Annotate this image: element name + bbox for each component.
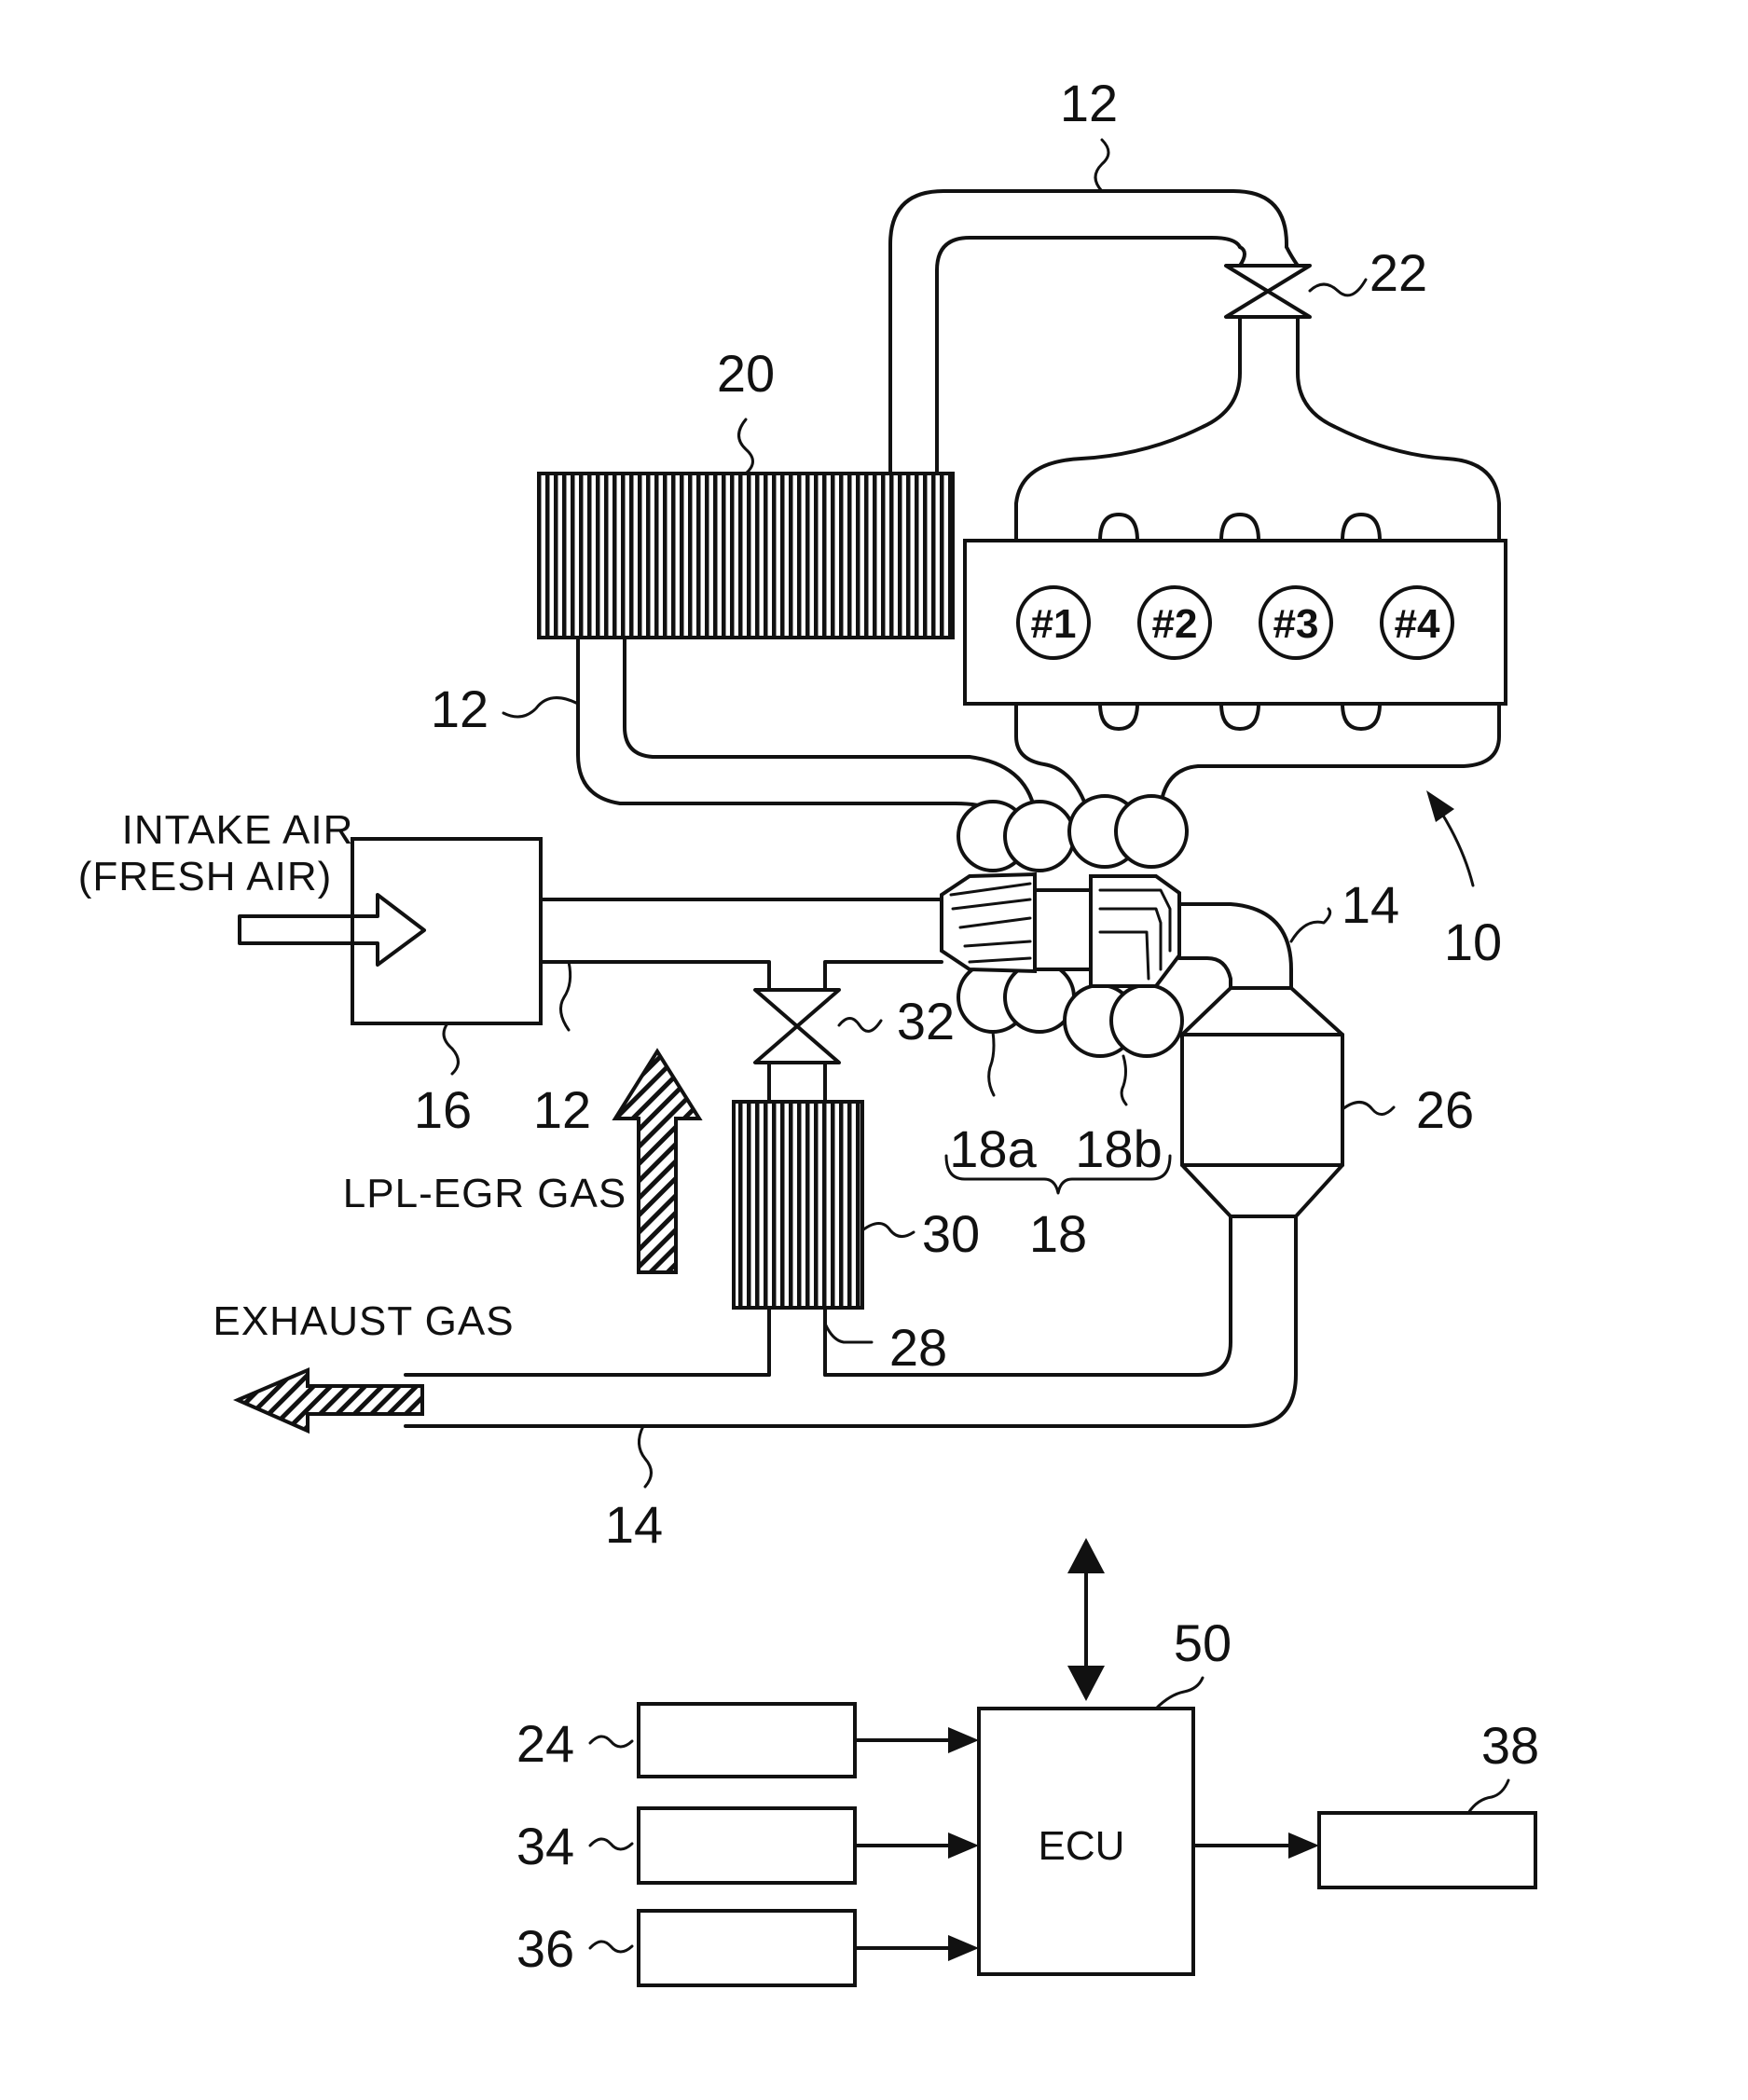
ref-14-right: 14 [1342, 875, 1399, 934]
exhaust-gas-arrow [238, 1370, 422, 1431]
egr-cooler-30 [734, 1102, 914, 1308]
ref-18a: 18a [949, 1119, 1037, 1178]
cylinder-3-label: #3 [1273, 601, 1319, 647]
turbo-shaft [1035, 890, 1091, 969]
cylinder-3: #3 [1260, 587, 1331, 658]
sensor-box-36 [590, 1911, 855, 1985]
intake-pipe-main [541, 899, 942, 1030]
ref-12-top: 12 [1060, 74, 1118, 132]
intake-pipe-to-compressor [503, 638, 1035, 834]
ref-22: 22 [1369, 243, 1427, 302]
ref-14-bottom: 14 [605, 1495, 663, 1554]
ref-34: 34 [516, 1817, 574, 1875]
ref-16: 16 [414, 1080, 472, 1139]
ref-12-bottom: 12 [533, 1080, 591, 1139]
cylinder-4-label: #4 [1395, 601, 1440, 647]
exhaust-pipe-upper [1179, 904, 1330, 988]
cylinder-2-label: #2 [1152, 601, 1198, 647]
ref-12-left: 12 [431, 679, 489, 738]
cylinder-2: #2 [1139, 587, 1210, 658]
egr-valve-32 [755, 990, 881, 1063]
ref-26: 26 [1416, 1080, 1474, 1139]
ref-10: 10 [1444, 913, 1502, 971]
sensor-box-34 [590, 1808, 855, 1883]
intake-manifold [1016, 317, 1499, 541]
air-cleaner-16 [352, 839, 541, 1074]
engine-pointer-10 [1426, 790, 1473, 885]
ref-18: 18 [1029, 1204, 1087, 1263]
ecu-label: ECU [1039, 1823, 1125, 1869]
actuator-box-38 [1319, 1780, 1535, 1887]
cylinder-1-label: #1 [1031, 601, 1077, 647]
cylinder-1: #1 [1018, 587, 1089, 658]
lpl-egr-gas-arrow [615, 1051, 699, 1272]
ref-28: 28 [889, 1318, 947, 1377]
sensor-box-24 [590, 1704, 855, 1777]
fresh-air-label: (FRESH AIR) [78, 854, 333, 899]
ref-18b: 18b [1075, 1119, 1162, 1178]
intake-pipe-upper [890, 140, 1287, 477]
exhaust-gas-label: EXHAUST GAS [213, 1298, 514, 1344]
lpl-egr-gas-label: LPL-EGR GAS [343, 1171, 626, 1216]
ref-50: 50 [1174, 1613, 1232, 1672]
catalyst-26 [1182, 988, 1394, 1216]
bidirectional-arrow [1067, 1538, 1105, 1701]
ref-30: 30 [922, 1204, 980, 1263]
ref-20: 20 [717, 344, 775, 403]
throttle-valve-22 [1226, 247, 1366, 317]
ref-38: 38 [1481, 1716, 1539, 1775]
ref-32: 32 [897, 992, 955, 1050]
cylinder-4: #4 [1382, 587, 1452, 658]
intake-air-label: INTAKE AIR [122, 807, 354, 853]
ref-24: 24 [516, 1714, 574, 1773]
ref-36: 36 [516, 1919, 574, 1978]
